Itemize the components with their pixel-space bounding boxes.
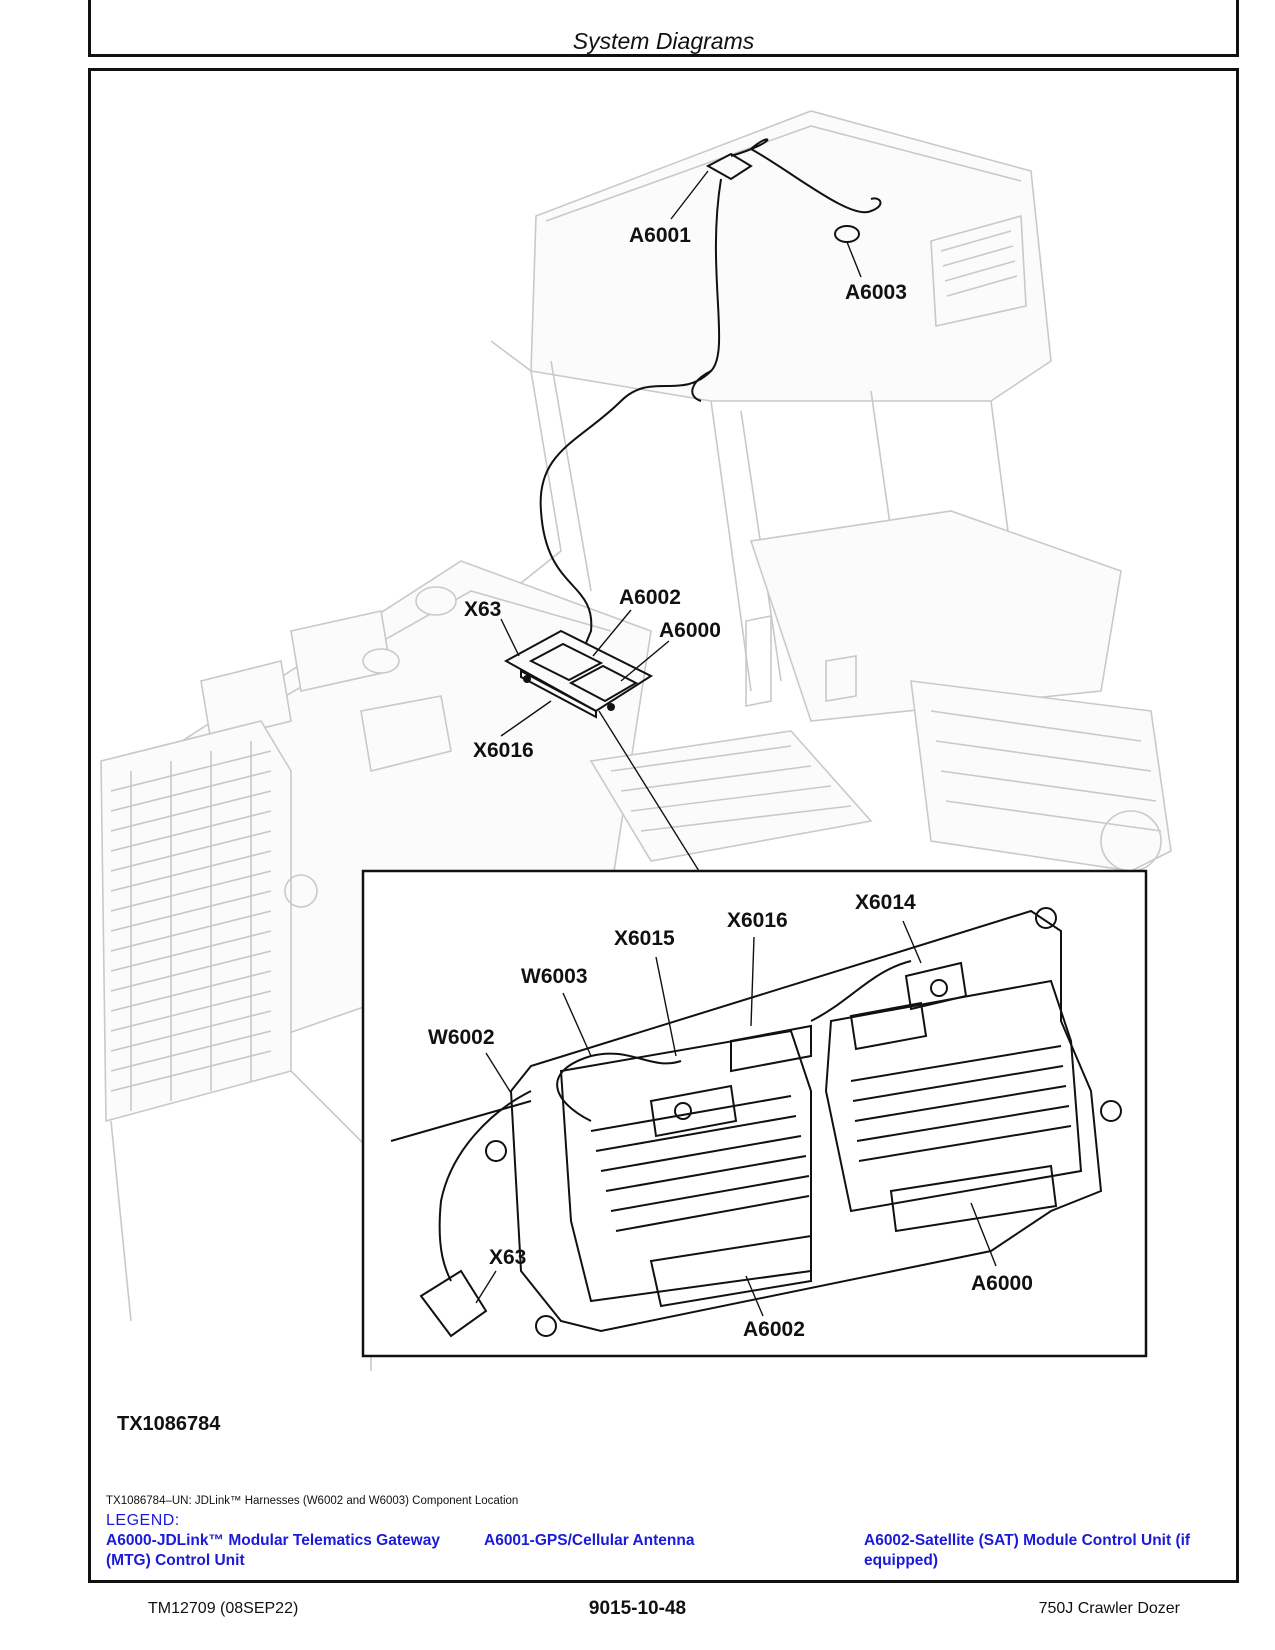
legend-title: LEGEND: bbox=[106, 1512, 180, 1529]
label-a6000: A6000 bbox=[659, 619, 721, 642]
legend-item-a6002: A6002-Satellite (SAT) Module Control Uni… bbox=[864, 1532, 1191, 1569]
label-inset-x6014: X6014 bbox=[855, 891, 916, 914]
legend-item-a6001: A6001-GPS/Cellular Antenna bbox=[484, 1532, 695, 1549]
dozer-outline bbox=[100, 110, 1172, 1371]
page-title: System Diagrams bbox=[572, 28, 755, 54]
label-a6002: A6002 bbox=[619, 586, 681, 609]
dozer-illustration: A6001 A6003 X63 A6002 A6000 X6016 bbox=[100, 110, 1172, 1371]
footer-page-number: 9015-10-48 bbox=[588, 1598, 687, 1619]
figure-caption: TX1086784–UN: JDLink™ Harnesses (W6002 a… bbox=[106, 1495, 519, 1507]
label-inset-a6002: A6002 bbox=[743, 1318, 805, 1341]
label-inset-w6002: W6002 bbox=[428, 1026, 495, 1049]
figure-frame bbox=[88, 68, 1239, 1583]
label-a6003: A6003 bbox=[845, 281, 907, 304]
page-header: System Diagrams bbox=[88, 0, 1239, 57]
leader-lines bbox=[500, 170, 862, 872]
mounted-modules bbox=[503, 629, 654, 719]
label-inset-x6015: X6015 bbox=[614, 927, 675, 950]
label-a6001: A6001 bbox=[629, 224, 691, 247]
label-inset-a6000: A6000 bbox=[971, 1272, 1033, 1295]
legend-item-a6000: A6000-JDLink™ Modular Telematics Gateway… bbox=[106, 1532, 440, 1569]
figure-id: TX1086784 bbox=[117, 1413, 221, 1435]
component-location-figure: A6001 A6003 X63 A6002 A6000 X6016 bbox=[91, 71, 1236, 1456]
label-inset-w6003: W6003 bbox=[521, 965, 588, 988]
label-inset-x6016: X6016 bbox=[727, 909, 788, 932]
label-x63: X63 bbox=[464, 598, 501, 621]
label-x6016: X6016 bbox=[473, 739, 534, 762]
inset-leader-lines bbox=[475, 920, 997, 1317]
footer-machine-model: 750J Crawler Dozer bbox=[1038, 1600, 1180, 1617]
footer-manual-id: TM12709 (08SEP22) bbox=[148, 1600, 299, 1617]
label-inset-x63: X63 bbox=[489, 1246, 526, 1269]
